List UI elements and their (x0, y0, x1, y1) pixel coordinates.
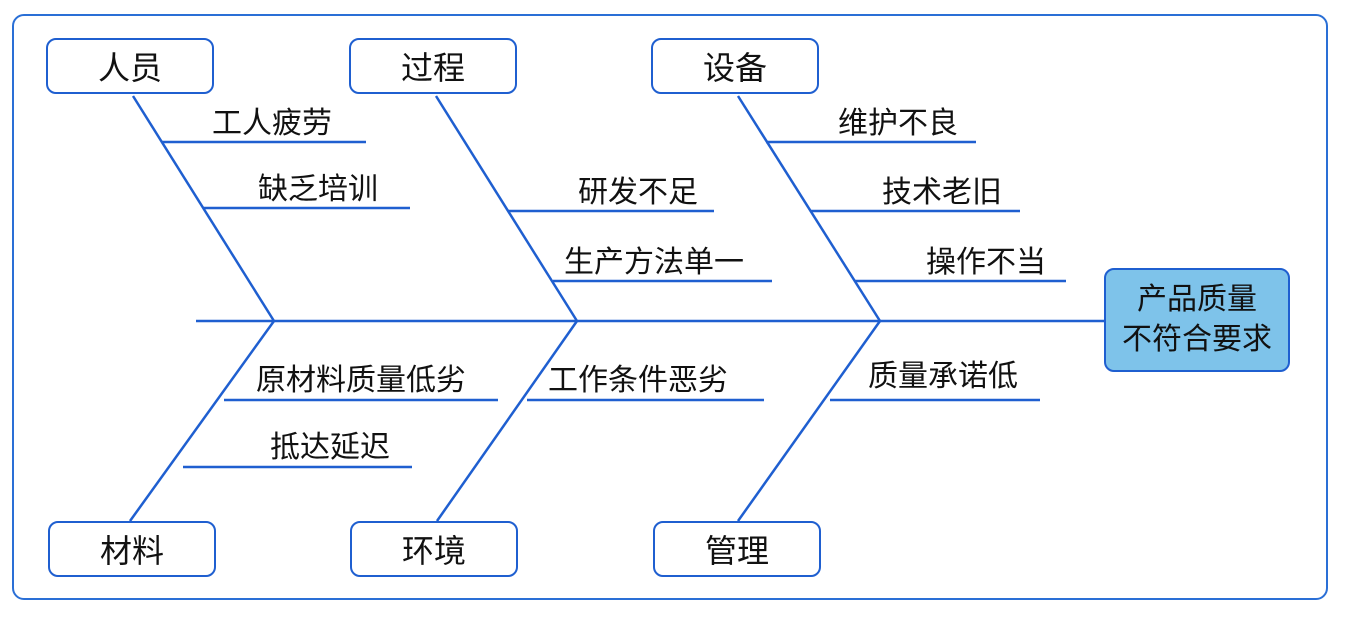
bone-process (434, 95, 579, 322)
bone-environment (435, 320, 579, 522)
category-equipment: 设备 (651, 38, 819, 94)
cause-label: 缺乏培训 (258, 172, 378, 207)
category-process: 过程 (349, 38, 517, 94)
category-material: 材料 (48, 521, 216, 577)
cause-label: 研发不足 (578, 175, 698, 210)
diagram-frame (12, 14, 1328, 600)
bone-management (736, 320, 882, 522)
cause-label: 生产方法单一 (564, 245, 744, 280)
effect-line-1: 产品质量 (1137, 282, 1257, 317)
effect-line-2: 不符合要求 (1122, 322, 1272, 357)
cause-label: 工人疲劳 (212, 106, 332, 141)
bone-material (128, 320, 276, 522)
cause-label: 工作条件恶劣 (548, 363, 728, 398)
effect-box: 产品质量 不符合要求 (1104, 268, 1290, 372)
cause-label: 质量承诺低 (868, 359, 1018, 394)
category-management: 管理 (653, 521, 821, 577)
cause-label: 技术老旧 (882, 175, 1002, 210)
cause-label: 原材料质量低劣 (256, 363, 466, 398)
bone-equipment (736, 95, 882, 322)
category-environment: 环境 (350, 521, 518, 577)
cause-label: 操作不当 (926, 245, 1046, 280)
cause-label: 维护不良 (838, 106, 958, 141)
cause-label: 抵达延迟 (270, 430, 390, 465)
category-people: 人员 (46, 38, 214, 94)
